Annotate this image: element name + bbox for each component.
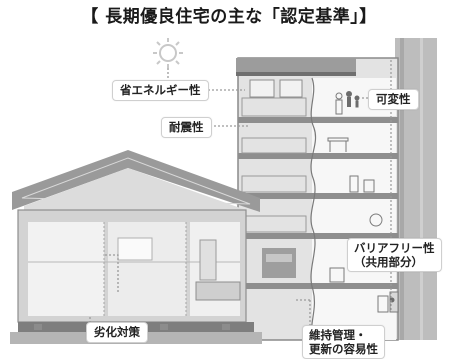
label-maintenance-line1: 維持管理・ xyxy=(309,328,367,342)
label-maintenance-line2: 更新の容易性 xyxy=(309,342,378,356)
label-deterioration-measures: 劣化対策 xyxy=(86,322,148,343)
callout-lines xyxy=(89,68,392,326)
page-title: 【 長期優良住宅の主な「認定基準」】 xyxy=(81,7,377,27)
label-energy-saving: 省エネルギー性 xyxy=(112,80,209,101)
label-barrier-free-line1: バリアフリー性 xyxy=(354,241,435,255)
label-barrier-free-line2: （共用部分） xyxy=(354,255,423,269)
apartment-building xyxy=(236,38,437,341)
label-adaptability: 可変性 xyxy=(368,89,419,110)
label-barrier-free: バリアフリー性 （共用部分） xyxy=(347,238,442,272)
label-maintenance: 維持管理・ 更新の容易性 xyxy=(302,325,385,359)
label-earthquake-resistance: 耐震性 xyxy=(161,117,212,138)
sun-icon xyxy=(153,38,183,68)
